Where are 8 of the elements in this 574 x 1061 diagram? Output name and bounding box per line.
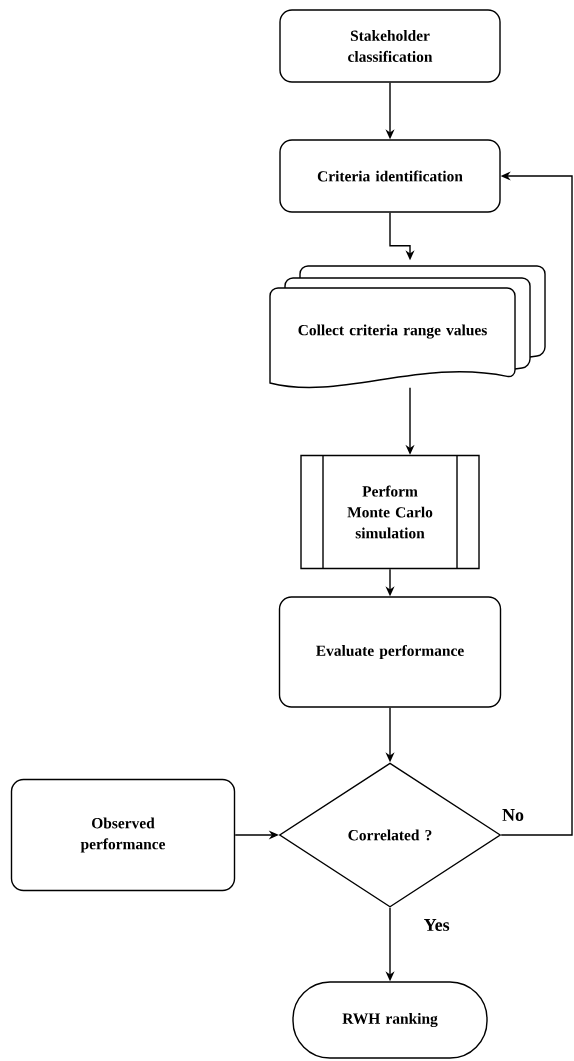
- process-box: Observed performance: [10, 778, 236, 892]
- edge-label: Yes: [422, 918, 451, 932]
- edge-label: No: [501, 808, 525, 822]
- process-box: Evaluate performance: [278, 596, 502, 708]
- process-box: Stakeholder classification: [279, 9, 501, 83]
- document-stack: Collect criteria range values: [269, 265, 546, 389]
- subprocess-box: Perform Monte Carlo simulation: [300, 454, 480, 570]
- process-box: Criteria identification: [279, 139, 501, 213]
